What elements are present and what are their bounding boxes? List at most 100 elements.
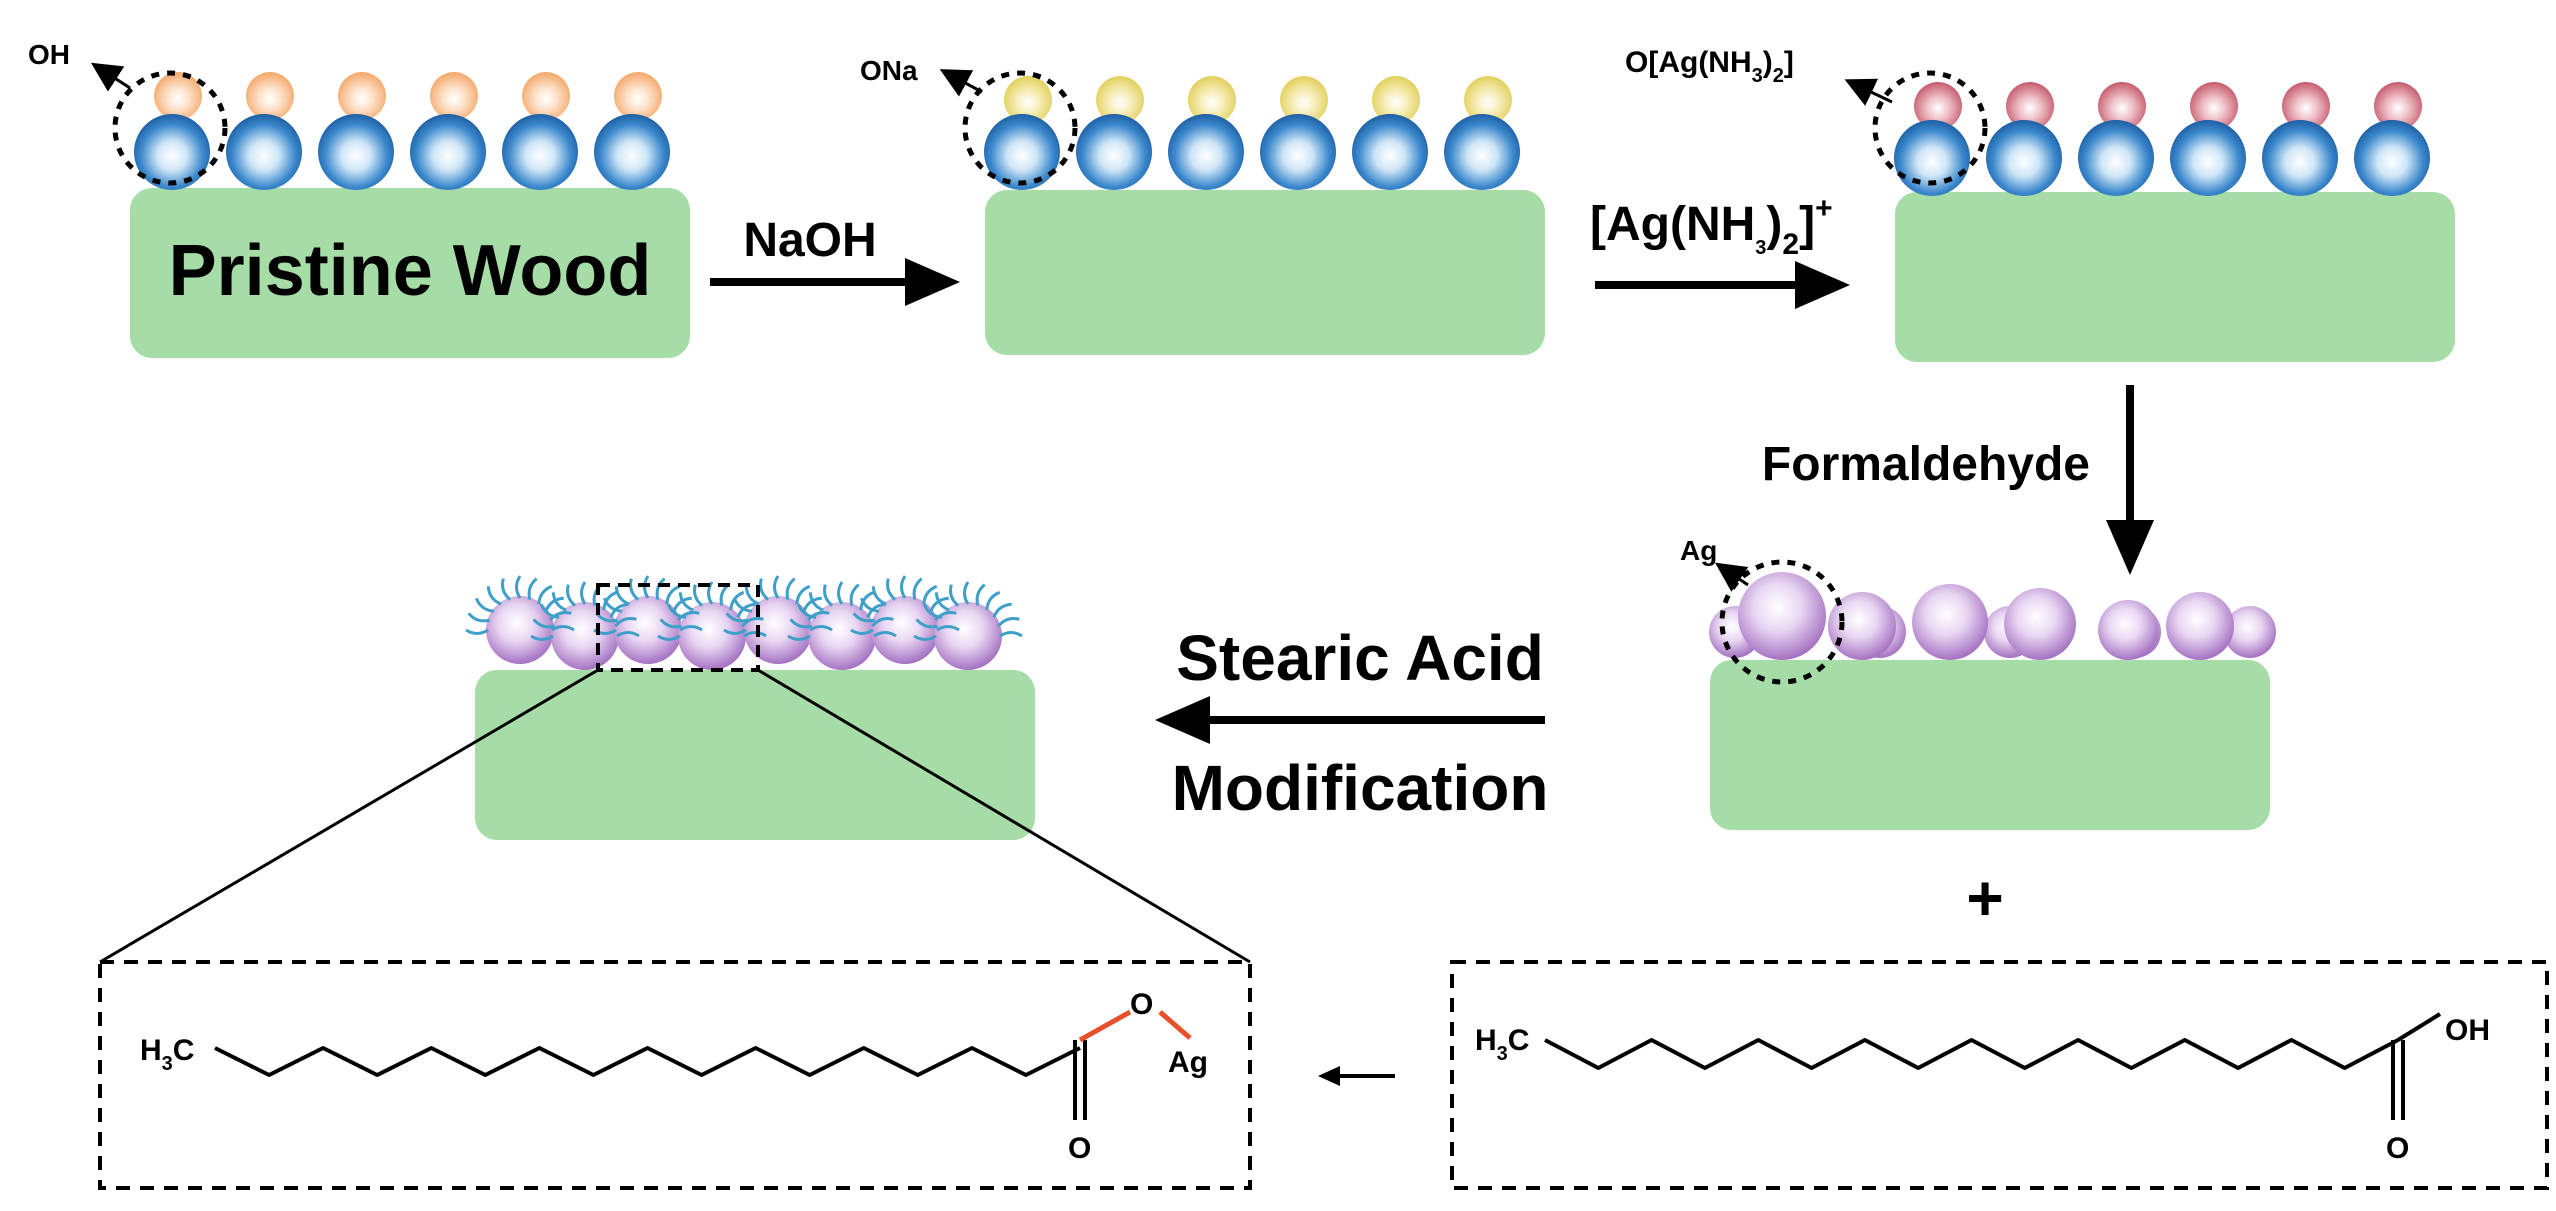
silver-nanoparticle [1828,592,1896,660]
stearate-chain [602,597,623,613]
stearate-chain [616,631,640,638]
stearate-chain [679,625,703,632]
ag-highlight-circle [1719,559,1845,685]
stearate-chain [744,586,760,606]
stearate-chain [657,634,681,641]
stearate-chain [465,628,489,635]
stearate-chain [785,577,796,600]
stearate-chain [999,631,1023,638]
stearate-chain [934,592,950,612]
coated-silver-particle [486,596,554,664]
cellulose-sphere [1894,120,1970,196]
cellulose-sphere [410,114,486,190]
stearate-chain [725,612,748,623]
stearate-chain [859,590,875,611]
stearate-chain [693,584,704,607]
silver-ammonia-sphere [2098,82,2146,130]
coated-silver-particle [678,602,746,670]
oh-highlight-circle [112,70,228,186]
stearate-chain [850,628,874,635]
stearate-chain [551,592,567,612]
sodium-oxide-sphere [1280,76,1328,124]
stearate-chain [886,578,897,601]
silver-nanoparticle [2004,588,2076,660]
stearate-chain [672,596,692,612]
zoom-line-left [99,668,599,964]
product-ag-label: Ag [1168,1046,1208,1079]
cellulose-sphere [1168,114,1244,190]
modification-label: Modification [1172,752,1549,824]
stearate-chain [566,584,577,607]
stearate-chain [515,575,522,599]
stearate-chain [795,584,811,605]
cellulose-sphere [594,114,670,190]
stearate-chain [992,602,1012,618]
zoom-region-box [596,583,760,672]
stearate-chain [823,584,834,607]
cellulose-sphere [2354,120,2430,196]
stearate-chain [871,617,894,628]
silver-nanoparticle [2098,600,2158,660]
cellulose-sphere [2078,120,2154,196]
oag-highlight-circle [1872,70,1988,186]
stearate-chain [773,575,780,599]
product-carbonyl-o-label: O [1068,1132,1091,1165]
stearate-chain [807,611,830,622]
stearate-chain [922,584,938,605]
stearate-chain [666,603,687,619]
silver-ammonia-wood-block [1895,192,2455,362]
cellulose-sphere [134,114,210,190]
stearate-chain [614,586,630,606]
coated-silver-particle [744,596,812,664]
product-ester-bond [1078,1009,1132,1043]
silver-ammonia-sphere [2190,82,2238,130]
ag-pointer-arrow [1715,562,1749,592]
stearate-chain [467,612,490,623]
hydroxyl-sphere [614,72,662,120]
stearate-chain [808,592,824,612]
stearate-chain [474,597,495,613]
stearate-chain [549,611,572,622]
hydroxyl-sphere [154,72,202,120]
sodium-oxide-sphere [1188,76,1236,124]
pristine-wood-block: Pristine Wood [130,188,690,358]
sodium-oxide-sphere [1004,76,1052,124]
silver-nanoparticle-row [1709,572,2276,660]
stearic-acid-label: Stearic Acid [1176,622,1544,694]
naoh-arrowhead [905,258,960,306]
stearate-chain [677,611,700,622]
silver-nanoparticle [2224,606,2276,658]
stearate-chain [802,596,822,612]
stearate-chain [527,577,538,600]
stearic-acid-box [1450,960,2549,1190]
product-o-ag-bond [1158,1010,1192,1040]
stearate-chain [934,611,957,622]
ona-group-label: ONa [860,55,918,86]
hydroxyl-sphere [246,72,294,120]
formaldehyde-reagent-label: Formaldehyde [1762,438,2090,491]
sodium-oxide-sphere [1372,76,1420,124]
stearate-chain [759,578,770,601]
silver-stearate-box [98,960,1252,1190]
stearate-chain [849,583,860,606]
stearate-chain [743,631,767,638]
stearate-chain [873,631,897,638]
zoom-line-right [757,668,1251,964]
silver-ammonia-sphere [1914,82,1962,130]
cellulose-sphere [1076,114,1152,190]
stearate-chain [852,612,875,623]
hydroxyl-sphere [522,72,570,120]
stearate-chain [659,618,682,629]
stearate-chain [719,583,730,606]
stearate-chain [614,617,637,628]
stearate-chain [678,592,694,612]
stearate-chain [537,584,553,605]
reactant-carbon-chain [1544,1038,2399,1070]
stearate-chain [580,581,587,605]
ag-group-label: Ag [1680,535,1717,566]
stearate-chain [985,590,1001,611]
cellulose-sphere [1444,114,1520,190]
stearate-chain [732,597,753,613]
product-carbon-chain [214,1046,1081,1077]
